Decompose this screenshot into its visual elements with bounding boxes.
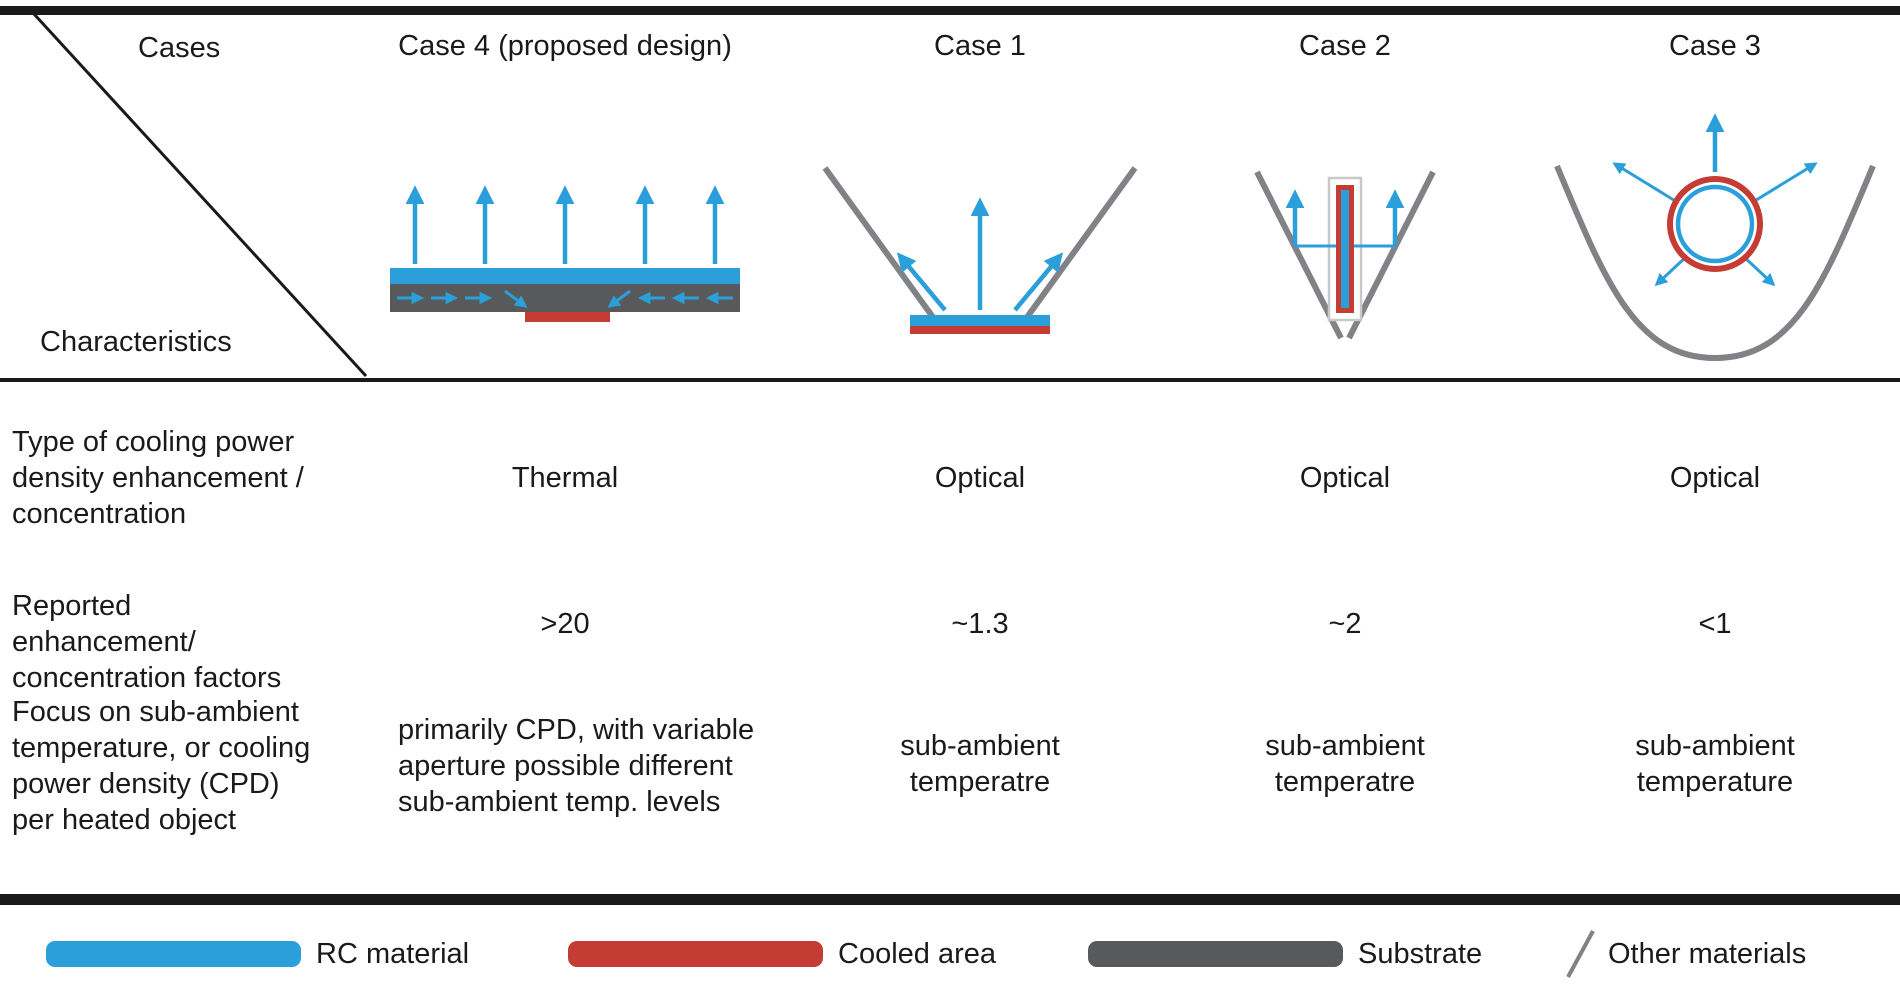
cooled-area-swatch [568,941,823,967]
bottom-rule [0,894,1900,905]
rc-material-swatch [46,941,301,967]
column-header-case4: Case 4 (proposed design) [398,30,732,62]
cell-enhancement-type-case3: Optical [1669,462,1761,494]
case4-diagram [390,185,740,322]
mirror-walls [1254,170,1436,340]
top-rule [0,6,1900,15]
characteristics-label: Characteristics [40,326,232,358]
substrate-swatch [1088,941,1343,967]
rc-layer [390,268,740,284]
cell-factor-case3: <1 [1698,608,1732,640]
legend-item-rc-material: RC material [46,928,469,980]
legend-label: Cooled area [838,937,996,970]
rc-ring [1675,184,1755,264]
rc-layer [910,315,1050,326]
cell-enhancement-type-case4: Thermal [511,462,619,494]
mirror-walls [822,166,1138,322]
parabolic-mirror [1554,164,1876,362]
legend-item-cooled-area: Cooled area [568,928,996,980]
cell-factor-case2: ~2 [1328,608,1362,640]
cases-label: Cases [138,32,221,64]
row-label-focus: Focus on sub-ambient temperature, or coo… [12,696,319,836]
cell-factor-case1: ~1.3 [951,608,1009,640]
cell-factor-case4: >20 [540,608,590,640]
legend-item-substrate: Substrate [1088,928,1482,980]
row-label-enhancement-factors: Reported enhancement/ concentration fact… [12,590,282,694]
column-header-case2: Case 2 [1299,30,1391,62]
heat-spreading-arrows [397,289,733,308]
emission-arrows [1285,189,1405,246]
legend-label: Other materials [1608,937,1807,970]
header-separator-rule [0,378,1900,382]
column-header-case3: Case 3 [1669,30,1761,62]
legend-label: RC material [316,937,470,970]
reflection-lines [1612,162,1818,287]
cooled-area [910,326,1050,334]
emission-arrows [896,197,1064,312]
legend-label: Substrate [1358,937,1483,970]
row-label-enhancement-type: Type of cooling power density enhancemen… [12,426,312,530]
header-diagonal-line [32,12,368,378]
case3-diagram [1554,113,1876,362]
case1-diagram [822,166,1138,334]
column-header-case1: Case 1 [934,30,1026,62]
cell-focus-case1: sub-ambient temperatre [900,730,1068,798]
emission-arrows [405,185,725,264]
legend-item-other-materials: Other materials [1560,928,1806,980]
case2-diagram [1254,170,1436,340]
other-materials-slash-icon [1566,930,1595,978]
cell-focus-case4: primarily CPD, with variable aperture po… [398,714,763,818]
cell-focus-case2: sub-ambient temperatre [1265,730,1433,798]
cell-enhancement-type-case1: Optical [934,462,1026,494]
rc-layer [1341,190,1349,308]
cell-enhancement-type-case2: Optical [1299,462,1391,494]
cell-focus-case3: sub-ambient temperature [1635,730,1803,798]
cooled-area [525,312,610,322]
